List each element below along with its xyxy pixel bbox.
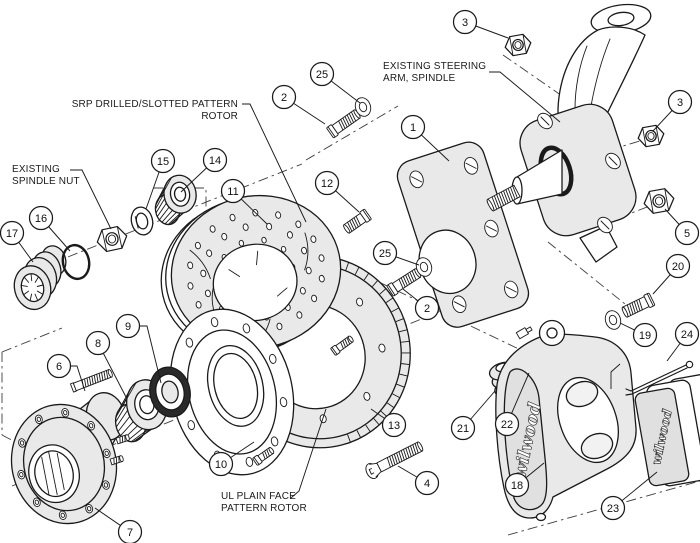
svg-text:10: 10 [215,459,227,471]
svg-text:23: 23 [607,503,619,515]
svg-text:20: 20 [672,261,684,273]
callout-5: 5 [674,220,700,246]
callout-8: 8 [85,330,111,356]
callout-18: 18 [504,472,530,498]
callout-25: 25 [309,61,335,87]
pad-pointer [610,363,621,389]
svg-text:1: 1 [410,122,416,134]
svg-text:2: 2 [424,303,430,315]
svg-text:2: 2 [281,92,287,104]
nut [637,124,665,148]
svg-text:9: 9 [125,321,131,333]
bleed-screw [515,326,533,340]
svg-text:14: 14 [209,155,221,167]
callout-16: 16 [28,205,54,231]
callout-23: 23 [600,495,626,521]
label-srp-rotor: SRP DRILLED/SLOTTED PATTERN ROTOR [71,99,238,122]
callout-19: 19 [632,322,658,348]
svg-text:3: 3 [677,97,683,109]
callout-3: 3 [667,89,693,115]
svg-text:7: 7 [127,527,133,539]
callout-3: 3 [452,9,478,35]
washer [604,310,622,330]
label-leaders [70,71,561,499]
rotor-hat [169,308,295,476]
callout-1: 1 [400,114,426,140]
spindle-shaft [511,145,574,205]
callout-14: 14 [202,147,228,173]
spindle-threads [486,184,521,212]
caliper-bracket [396,141,530,328]
steering-knuckle [519,3,652,263]
nut [504,33,532,57]
cotter-pin [625,360,694,396]
callout-6: 6 [46,353,72,379]
brake-pads: wilwood [634,373,700,487]
callout-15: 15 [150,148,176,174]
bolt-4 [365,441,424,480]
svg-text:17: 17 [6,228,18,240]
callout-2: 2 [271,84,297,110]
callout-17: 17 [0,220,25,246]
svg-text:6: 6 [56,361,62,373]
callout-7: 7 [117,519,143,543]
nut [643,188,675,214]
bolt-2b [386,268,422,297]
svg-text:15: 15 [157,156,169,168]
callout-4: 4 [414,470,440,496]
svg-text:24: 24 [681,329,693,341]
callout-20: 20 [665,253,691,279]
svg-text:5: 5 [684,228,690,240]
spindle-washer [130,206,154,236]
washer [415,257,433,277]
callout-24: 24 [674,321,700,347]
svg-text:25: 25 [379,248,391,260]
svg-text:13: 13 [388,420,400,432]
callout-9: 9 [115,313,141,339]
bolt-2a [326,109,361,139]
callout-2: 2 [414,295,440,321]
dust-cap [13,245,67,311]
callout-13: 13 [381,412,407,438]
callout-11: 11 [220,178,246,204]
bolt-20 [621,292,656,318]
svg-text:25: 25 [316,69,328,81]
svg-text:21: 21 [457,423,469,435]
callout-10: 10 [208,451,234,477]
svg-text:19: 19 [639,330,651,342]
svg-text:18: 18 [511,480,523,492]
svg-text:16: 16 [35,213,47,225]
label-existing-steering-arm: EXISTING STEERING ARM, SPINDLE [383,61,487,84]
svg-text:8: 8 [95,338,101,350]
callout-12: 12 [314,170,340,196]
label-ul-plain-rotor: UL PLAIN FACE PATTERN ROTOR [221,491,307,514]
hub-stud-b [109,455,124,466]
wheel-stud-6 [69,369,113,393]
rotor-stud [330,335,354,356]
svg-text:12: 12 [321,178,333,190]
svg-text:3: 3 [462,17,468,29]
hub-stud-a [115,434,130,445]
nut [96,225,128,253]
label-existing-spindle-nut: EXISTING SPINDLE NUT [12,164,80,187]
o-ring [61,243,91,281]
svg-text:22: 22 [501,419,513,431]
callout-22: 22 [494,411,520,437]
caliper: wilwood [495,319,637,522]
callout-21: 21 [450,415,476,441]
wheel-hub [10,392,126,525]
hub-stud-front [252,447,275,466]
svg-text:4: 4 [424,478,430,490]
svg-text:11: 11 [227,186,238,198]
bolt-12 [343,208,372,234]
callout-25: 25 [372,240,398,266]
